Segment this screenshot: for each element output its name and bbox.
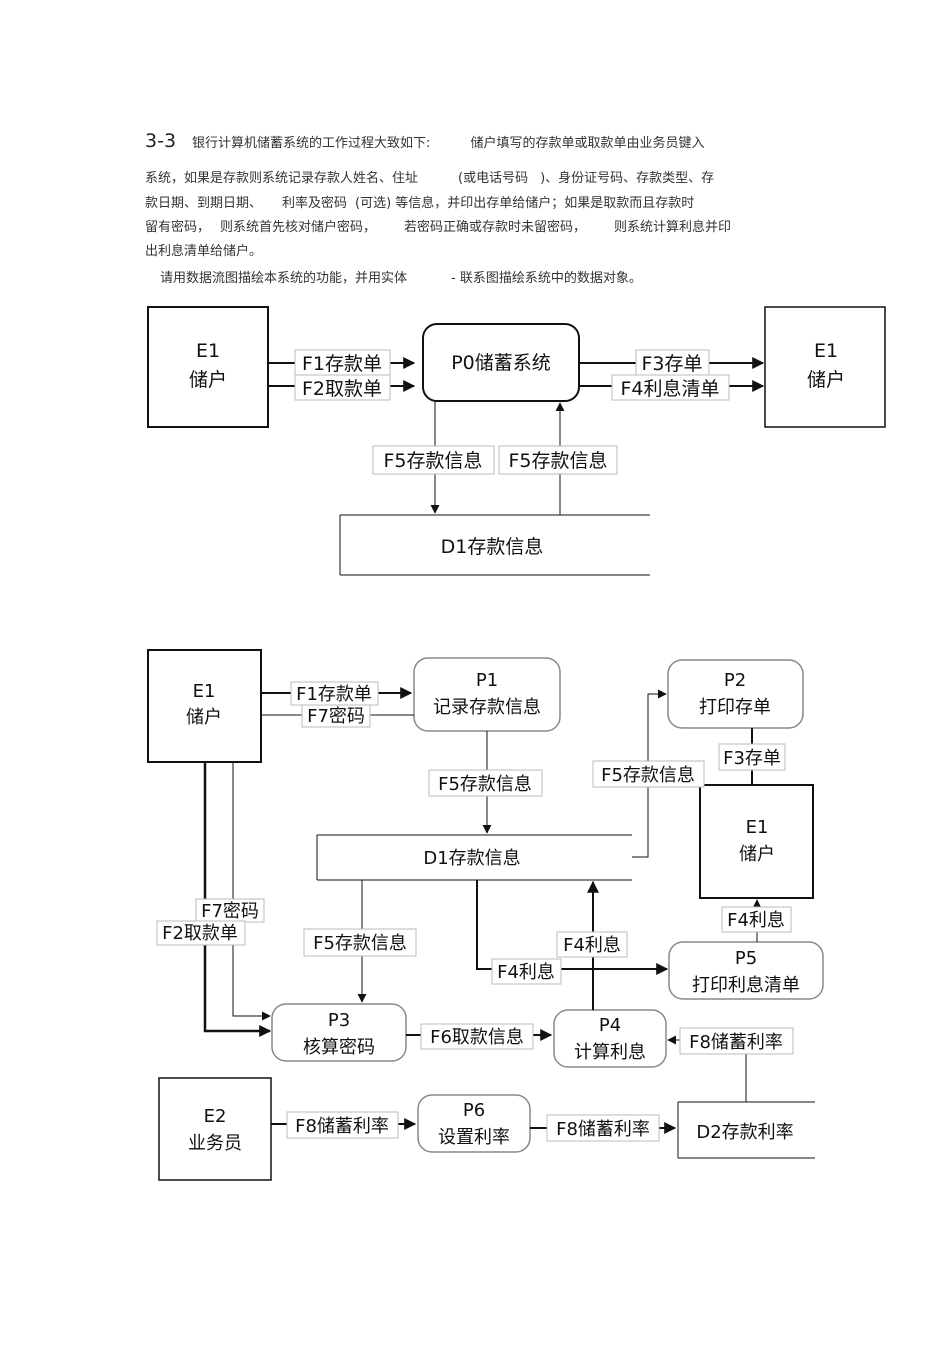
flow-f5-down-label: F5存款信息 xyxy=(383,450,482,472)
flow-f1-label: F1存款单 xyxy=(296,684,372,705)
diagram-1-top-level-dfd: E1 储户 P0储蓄系统 E1 储户 D1存款信息 F1存款单 F2取款单 xyxy=(147,306,886,576)
entity-e1-right: E1 储户 xyxy=(699,784,814,899)
entity-e1-right: E1 储户 xyxy=(764,306,886,428)
flow-f2-label: F2取款单 xyxy=(302,378,382,400)
problem-text-3a: 款日期、到期日期、 xyxy=(145,196,263,211)
flow-f2-arrow xyxy=(203,762,272,1037)
flow-f3-label: F3存单 xyxy=(723,748,781,769)
flow-f3-label: F3存单 xyxy=(641,353,702,375)
flow-f8-e2-p6-label: F8储蓄利率 xyxy=(295,1116,389,1137)
flow-f7-top-label: F7密码 xyxy=(307,706,365,727)
entity-id: E2 xyxy=(204,1106,227,1127)
process-id: P2 xyxy=(724,670,746,691)
entity-id: E1 xyxy=(814,340,838,362)
problem-text-3b: 利率及密码 xyxy=(282,196,348,211)
entity-id: E1 xyxy=(196,340,220,362)
problem-text-4d: 则系统计算利息并印 xyxy=(614,220,732,235)
process-p6: P6 设置利率 xyxy=(417,1094,531,1153)
problem-text-2a: 系统，如果是存款则系统记录存款人姓名、住址 xyxy=(145,171,419,186)
flow-f4-label: F4利息清单 xyxy=(620,378,719,400)
process-name: 打印利息清单 xyxy=(692,975,800,996)
flow-f5-up-label: F5存款信息 xyxy=(508,450,607,472)
flow-f1-label: F1存款单 xyxy=(302,353,382,375)
process-p2: P2 打印存单 xyxy=(667,659,804,729)
flow-f4-p5-e1-label: F4利息 xyxy=(727,910,785,931)
flow-f5-d1-p2-label: F5存款信息 xyxy=(601,765,695,786)
flow-f4-d1-p5-label: F4利息 xyxy=(497,962,555,983)
process-label: P0储蓄系统 xyxy=(451,352,551,374)
problem-text-6b: - 联系图描绘系统中的数据对象。 xyxy=(451,271,642,286)
process-name: 计算利息 xyxy=(574,1042,646,1063)
flow-f8-p6-d2-label: F8储蓄利率 xyxy=(556,1119,650,1140)
problem-text-1a: 银行计算机储蓄系统的工作过程大致如下: xyxy=(192,136,431,151)
entity-e1-top: E1 储户 xyxy=(147,649,262,763)
entity-e1-left: E1 储户 xyxy=(147,306,269,428)
entity-name: 储户 xyxy=(186,707,222,728)
process-id: P6 xyxy=(463,1100,485,1121)
process-p3: P3 核算密码 xyxy=(271,1003,407,1062)
problem-line-4: 留有密码， 则系统首先核对储户密码， 若密码正确或存款时未留密码， 则系统计算利息并印 xyxy=(145,220,731,236)
flow-f8-d2-p4-label: F8储蓄利率 xyxy=(689,1032,783,1053)
process-p5: P5 打印利息清单 xyxy=(668,941,824,1000)
datastore-label: D1存款信息 xyxy=(423,848,520,869)
problem-line-5: 出利息清单给储户。 xyxy=(145,244,262,260)
datastore-d2: D2存款利率 xyxy=(677,1101,815,1159)
problem-text-3c: (可选) 等信息，并印出存单给储户；如果是取款而且存款时 xyxy=(355,196,695,211)
problem-text-4a: 留有密码， xyxy=(145,220,211,235)
problem-line-6: 请用数据流图描绘本系统的功能，并用实体 - 联系图描绘系统中的数据对象。 xyxy=(160,271,642,287)
process-id: P4 xyxy=(599,1015,621,1036)
process-name: 核算密码 xyxy=(303,1037,375,1058)
entity-name: 储户 xyxy=(189,369,227,391)
entity-name: 储户 xyxy=(807,369,845,391)
datastore-d1: D1存款信息 xyxy=(339,514,650,576)
process-p0: P0储蓄系统 xyxy=(422,323,580,402)
problem-line-1: 3-3 银行计算机储蓄系统的工作过程大致如下: 储户填写的存款单或取款单由业务员键入 xyxy=(145,130,705,152)
entity-e2: E2 业务员 xyxy=(158,1077,272,1181)
flow-f7-left-arrow xyxy=(232,762,271,1021)
problem-text-2b: (或电话号码 xyxy=(458,171,529,186)
problem-text-4c: 若密码正确或存款时未留密码， xyxy=(404,220,587,235)
datastore-label: D1存款信息 xyxy=(441,536,544,558)
problem-number: 3-3 xyxy=(145,130,177,152)
process-name: 设置利率 xyxy=(438,1127,510,1148)
process-p1: P1 记录存款信息 xyxy=(413,657,561,732)
diagram-2-detailed-dfd: E1 储户 P1 记录存款信息 P2 打印存单 E1 储户 D1存款信息 xyxy=(147,649,824,1181)
process-p4: P4 计算利息 xyxy=(553,1009,667,1068)
problem-text-5: 出利息清单给储户。 xyxy=(145,244,263,259)
entity-id: E1 xyxy=(193,681,216,702)
entity-name: 储户 xyxy=(739,844,775,865)
datastore-label: D2存款利率 xyxy=(696,1122,793,1143)
datastore-d1: D1存款信息 xyxy=(316,834,632,881)
flow-f7-left-label: F7密码 xyxy=(201,901,259,922)
problem-line-3: 款日期、到期日期、 利率及密码 (可选) 等信息，并印出存单给储户；如果是取款而且存… xyxy=(145,196,694,212)
flow-f2-label: F2取款单 xyxy=(162,923,238,944)
flow-f4-d1-p5-arrow xyxy=(476,880,669,975)
flow-f4-p4-d1-label: F4利息 xyxy=(563,935,621,956)
flow-f6-label: F6取款信息 xyxy=(430,1027,524,1048)
problem-text-6a: 请用数据流图描绘本系统的功能，并用实体 xyxy=(160,271,408,286)
process-id: P5 xyxy=(735,948,757,969)
flow-f5-d1-p3-label: F5存款信息 xyxy=(313,933,407,954)
process-id: P3 xyxy=(328,1010,350,1031)
problem-text-2c: )、身份证号码、存款类型、存 xyxy=(540,171,715,186)
process-name: 打印存单 xyxy=(699,697,771,718)
problem-line-2: 系统，如果是存款则系统记录存款人姓名、住址 (或电话号码 )、身份证号码、存款类型、… xyxy=(145,171,714,187)
process-name: 记录存款信息 xyxy=(433,697,541,718)
entity-name: 业务员 xyxy=(188,1133,242,1154)
entity-id: E1 xyxy=(746,817,769,838)
flow-f5-p1-d1-label: F5存款信息 xyxy=(438,774,532,795)
problem-text-1b: 储户填写的存款单或取款单由业务员键入 xyxy=(470,136,705,151)
problem-text-4b: 则系统首先核对储户密码， xyxy=(220,220,377,235)
process-id: P1 xyxy=(476,670,498,691)
